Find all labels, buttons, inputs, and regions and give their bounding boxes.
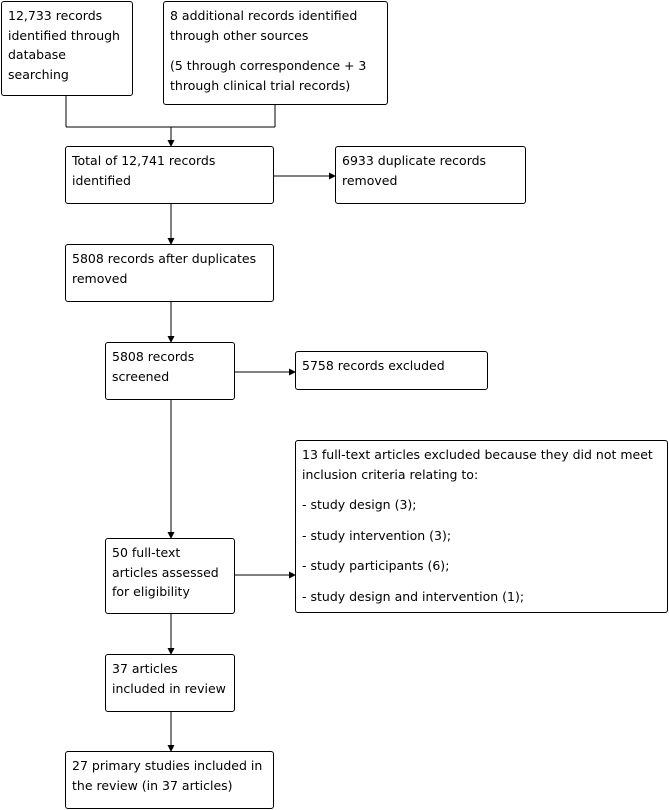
total-identified-text: Total of 12,741 records identified <box>72 153 216 188</box>
fulltext-excluded-reason-1: - study design (3); <box>302 497 417 512</box>
after-duplicates-box: 5808 records after duplicates removed <box>65 244 274 302</box>
fulltext-excluded-reason-2: - study intervention (3); <box>302 527 452 543</box>
after-duplicates-text: 5808 records after duplicates removed <box>72 251 257 286</box>
fulltext-excluded-reason-4: - study design and intervention (1); <box>302 588 525 604</box>
duplicates-removed-text: 6933 duplicate records removed <box>342 153 487 188</box>
fulltext-excluded-reason-3: - study participants (6); <box>302 558 450 573</box>
primary-studies-text: 27 primary studies included in the revie… <box>72 758 263 793</box>
additional-records-text: 8 additional records identified through … <box>170 8 358 43</box>
screened-box: 5808 records screened <box>105 342 235 400</box>
additional-records-box: 8 additional records identified through … <box>163 1 388 105</box>
excluded-box: 5758 records excluded <box>295 351 488 390</box>
included-review-box: 37 articles included in review <box>105 654 235 712</box>
fulltext-excluded-box: 13 full-text articles excluded because t… <box>295 440 668 613</box>
excluded-text: 5758 records excluded <box>302 358 445 373</box>
database-records-text: 12,733 records identified through databa… <box>8 8 120 82</box>
included-review-text: 37 articles included in review <box>112 661 226 696</box>
fulltext-excluded-intro: 13 full-text articles excluded because t… <box>302 447 653 482</box>
total-identified-box: Total of 12,741 records identified <box>65 146 274 204</box>
database-records-box: 12,733 records identified through databa… <box>1 1 133 96</box>
screened-text: 5808 records screened <box>112 349 195 384</box>
duplicates-removed-box: 6933 duplicate records removed <box>335 146 526 204</box>
primary-studies-box: 27 primary studies included in the revie… <box>65 751 274 809</box>
assessed-box: 50 full-text articles assessed for eligi… <box>105 538 235 614</box>
additional-records-detail: (5 through correspondence + 3 through cl… <box>170 58 367 93</box>
assessed-text: 50 full-text articles assessed for eligi… <box>112 545 219 599</box>
